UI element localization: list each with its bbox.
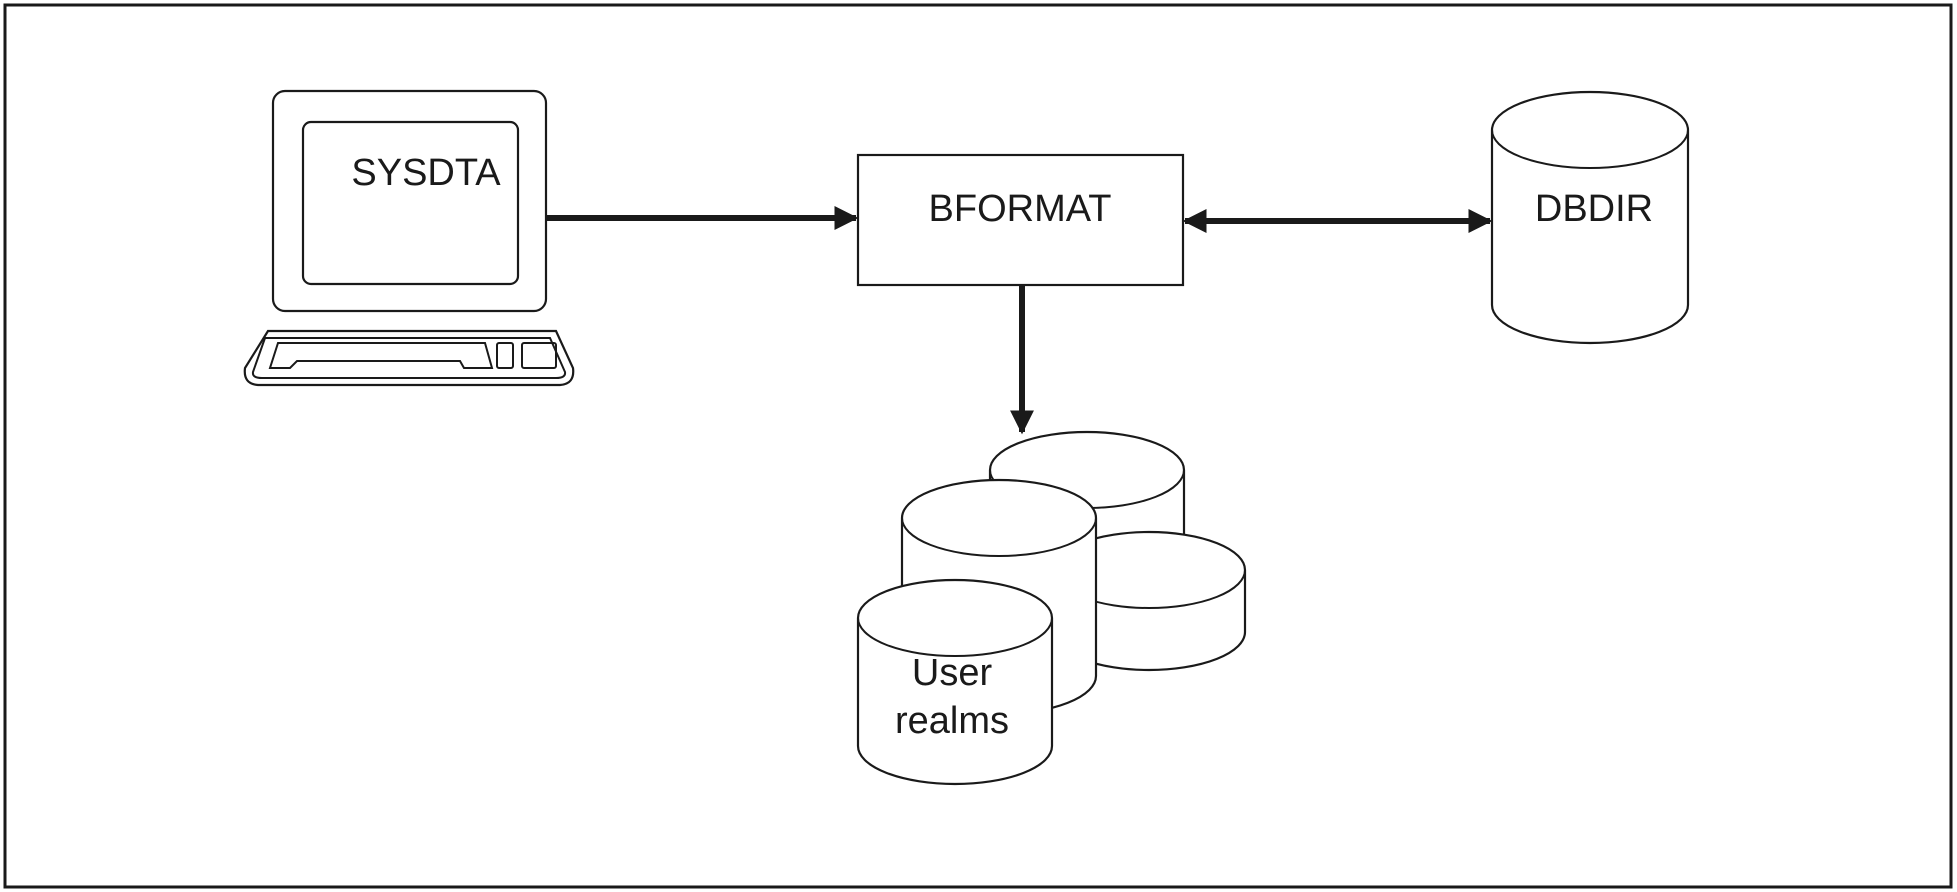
realms-label-line1: User	[912, 652, 993, 694]
terminal-node: SYSDTA	[243, 89, 575, 387]
realms-label-line2: realms	[895, 700, 1009, 742]
bformat-label: BFORMAT	[929, 188, 1112, 230]
keyboard-icon	[243, 329, 575, 387]
database-cylinder-icon	[1490, 90, 1690, 345]
dbdir-label: DBDIR	[1535, 188, 1653, 230]
diagram-frame	[3, 3, 1953, 889]
terminal-label: SYSDTA	[351, 152, 501, 194]
user-realms-node: User realms	[856, 430, 1247, 786]
bformat-node: BFORMAT	[856, 153, 1185, 287]
dbdir-node: DBDIR	[1490, 90, 1690, 345]
database-cylinder-icon	[856, 578, 1054, 786]
monitor-icon	[271, 89, 548, 313]
